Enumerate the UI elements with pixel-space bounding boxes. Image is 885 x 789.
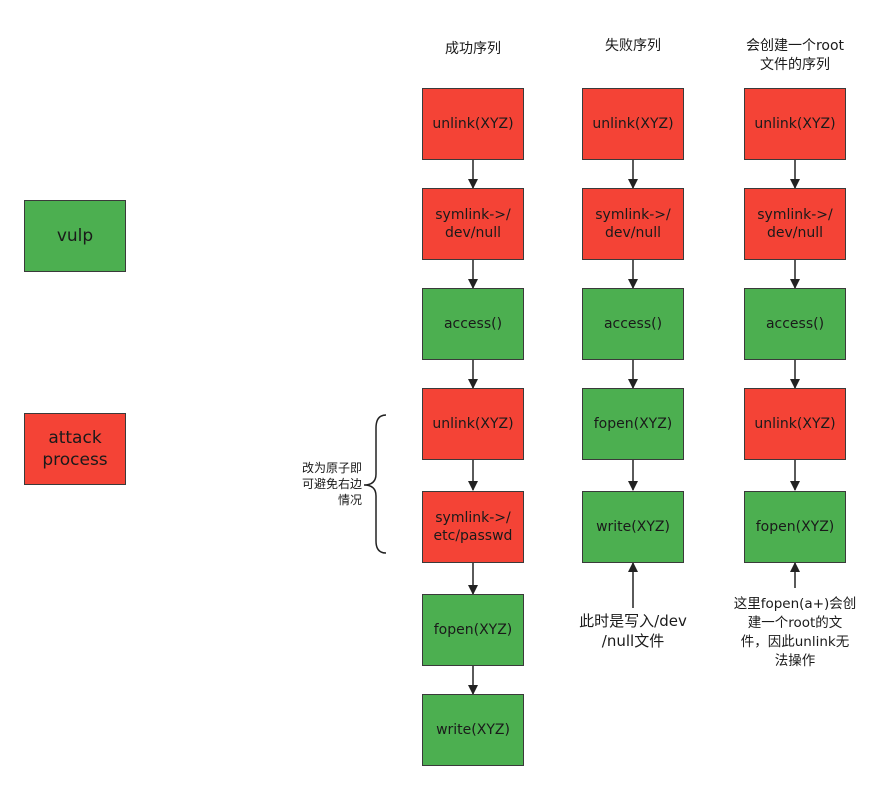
legend-attack-box: attack process bbox=[24, 413, 126, 485]
step-root-1: unlink(XYZ) bbox=[744, 88, 846, 160]
step-success-2: symlink->/ dev/null bbox=[422, 188, 524, 260]
step-success-6: fopen(XYZ) bbox=[422, 594, 524, 666]
step-fail-3: access() bbox=[582, 288, 684, 360]
column-title-success: 成功序列 bbox=[445, 41, 501, 57]
legend-vulp-box: vulp bbox=[24, 200, 126, 272]
step-root-2: symlink->/ dev/null bbox=[744, 188, 846, 260]
step-root-3: access() bbox=[744, 288, 846, 360]
step-success-7: write(XYZ) bbox=[422, 694, 524, 766]
step-fail-5: write(XYZ) bbox=[582, 491, 684, 563]
step-fail-4: fopen(XYZ) bbox=[582, 388, 684, 460]
step-success-5: symlink->/ etc/passwd bbox=[422, 491, 524, 563]
fail-annotation: 此时是写入/dev /null文件 bbox=[579, 612, 687, 650]
step-root-5: fopen(XYZ) bbox=[744, 491, 846, 563]
root-annotation: 这里fopen(a+)会创 建一个root的文 件，因此unlink无 法操作 bbox=[733, 596, 857, 669]
column-title-root: 会创建一个root 文件的序列 bbox=[745, 38, 845, 73]
step-success-3: access() bbox=[422, 288, 524, 360]
column-title-fail: 失败序列 bbox=[605, 38, 661, 54]
step-fail-2: symlink->/ dev/null bbox=[582, 188, 684, 260]
step-fail-1: unlink(XYZ) bbox=[582, 88, 684, 160]
step-success-4: unlink(XYZ) bbox=[422, 388, 524, 460]
brace-annotation: 改为原子即 可避免右边 情况 bbox=[301, 461, 362, 507]
step-success-1: unlink(XYZ) bbox=[422, 88, 524, 160]
curly-brace bbox=[363, 414, 387, 554]
step-root-4: unlink(XYZ) bbox=[744, 388, 846, 460]
